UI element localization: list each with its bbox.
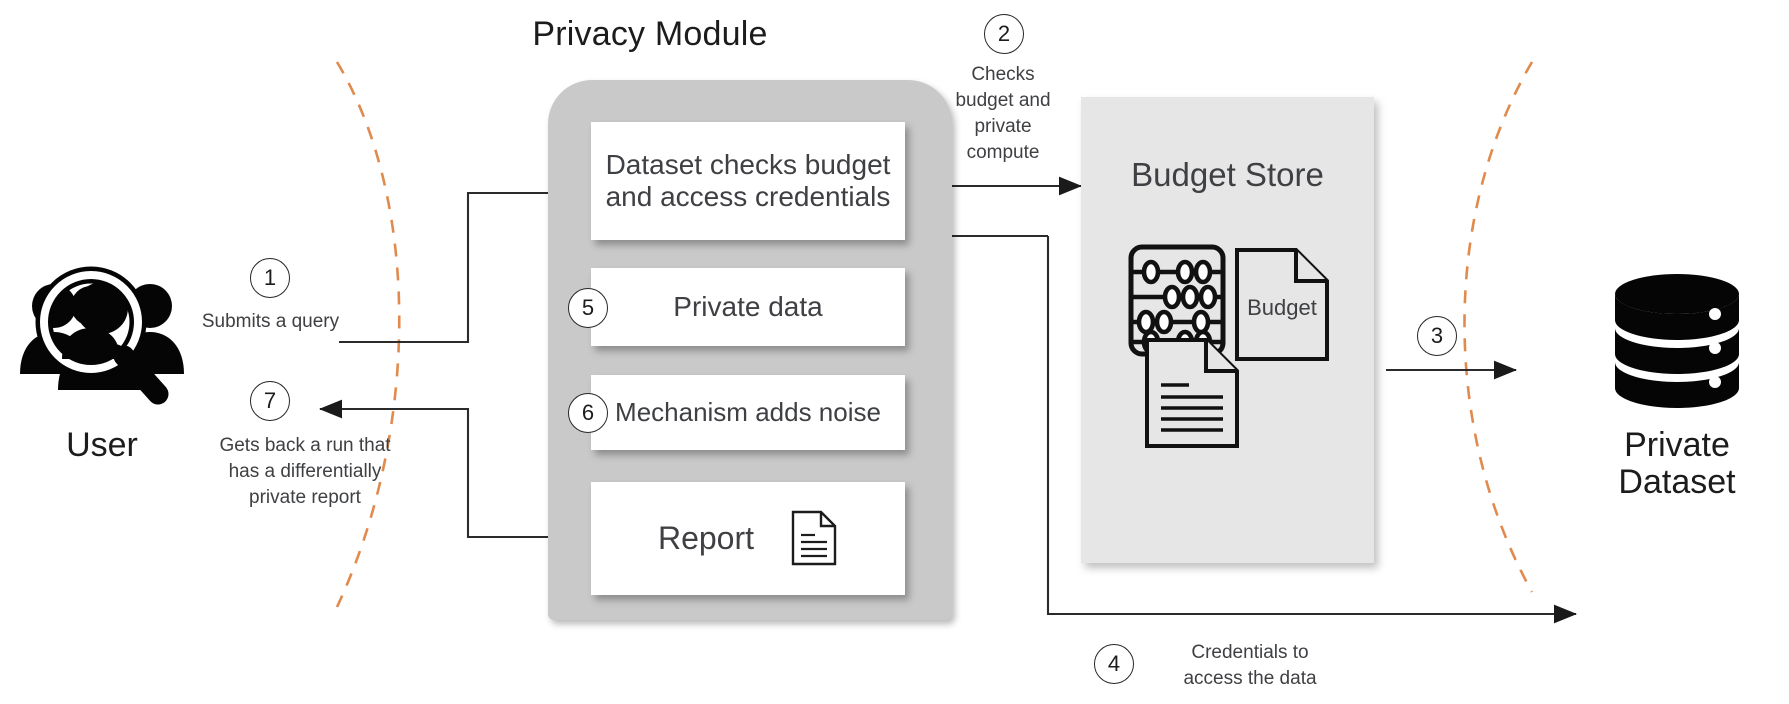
- step-badge-4-number: 4: [1107, 651, 1121, 676]
- module-box-mechanism[interactable]: Mechanism adds noise: [591, 375, 905, 450]
- users-search-icon: [12, 262, 192, 417]
- step-badge-1-number: 1: [263, 265, 277, 290]
- step-2-label-line1: Checks: [971, 64, 1035, 85]
- step-badge-6-number: 6: [581, 400, 595, 425]
- step-2-label-line3: private: [974, 116, 1032, 137]
- module-box-dataset-checks-line2: and access credentials: [605, 181, 891, 212]
- step-badge-1: 1: [250, 258, 290, 298]
- step-badge-2-number: 2: [997, 21, 1011, 46]
- step-badge-7-number: 7: [263, 388, 277, 413]
- step-badge-7: 7: [250, 381, 290, 421]
- step-4-label-line2: access the data: [1183, 668, 1317, 689]
- page-title: Privacy Module: [532, 15, 768, 53]
- step-4-label-line1: Credentials to: [1191, 642, 1309, 663]
- private-dataset-label-line2: Dataset: [1618, 463, 1736, 501]
- module-box-private-data[interactable]: Private data: [591, 268, 905, 346]
- trust-boundary-left: [335, 61, 401, 608]
- connector-credentials: [1046, 236, 1578, 624]
- connector-report-to-user: [318, 399, 588, 539]
- budget-doc-label: Budget: [1247, 295, 1317, 320]
- module-box-mechanism-label: Mechanism adds noise: [615, 397, 881, 427]
- step-badge-3-number: 3: [1430, 323, 1444, 348]
- step-badge-2: 2: [984, 14, 1024, 54]
- step-badge-6: 6: [568, 393, 608, 433]
- module-box-private-data-label: Private data: [673, 291, 823, 322]
- trust-boundary-right: [1463, 61, 1534, 593]
- module-box-dataset-checks-line1: Dataset checks budget: [605, 149, 891, 180]
- module-box-report[interactable]: Report: [591, 482, 905, 595]
- step-7-label-line2: has a differentially: [228, 461, 382, 482]
- step-badge-3: 3: [1417, 316, 1457, 356]
- document-outline-icon: [1234, 247, 1330, 367]
- document-icon: [790, 510, 838, 571]
- step-1-label: Submits a query: [201, 311, 340, 332]
- step-badge-4: 4: [1094, 644, 1134, 684]
- step-badge-5: 5: [568, 288, 608, 328]
- document-lines-icon: [1144, 337, 1240, 454]
- step-2-label-line2: budget and: [955, 90, 1051, 111]
- database-icon: [1612, 272, 1742, 417]
- step-7-label-line3: private report: [249, 487, 361, 508]
- private-dataset-label-line1: Private: [1624, 426, 1730, 464]
- step-badge-5-number: 5: [581, 295, 595, 320]
- step-2-label-line4: compute: [966, 142, 1040, 163]
- step-7-label-line1: Gets back a run that: [219, 435, 391, 456]
- connector-submit-query: [339, 183, 585, 344]
- budget-store-title: Budget Store: [1131, 156, 1324, 193]
- user-label: User: [66, 426, 138, 464]
- module-box-report-label: Report: [657, 520, 755, 556]
- module-box-dataset-checks[interactable]: Dataset checks budget and access credent…: [591, 122, 905, 240]
